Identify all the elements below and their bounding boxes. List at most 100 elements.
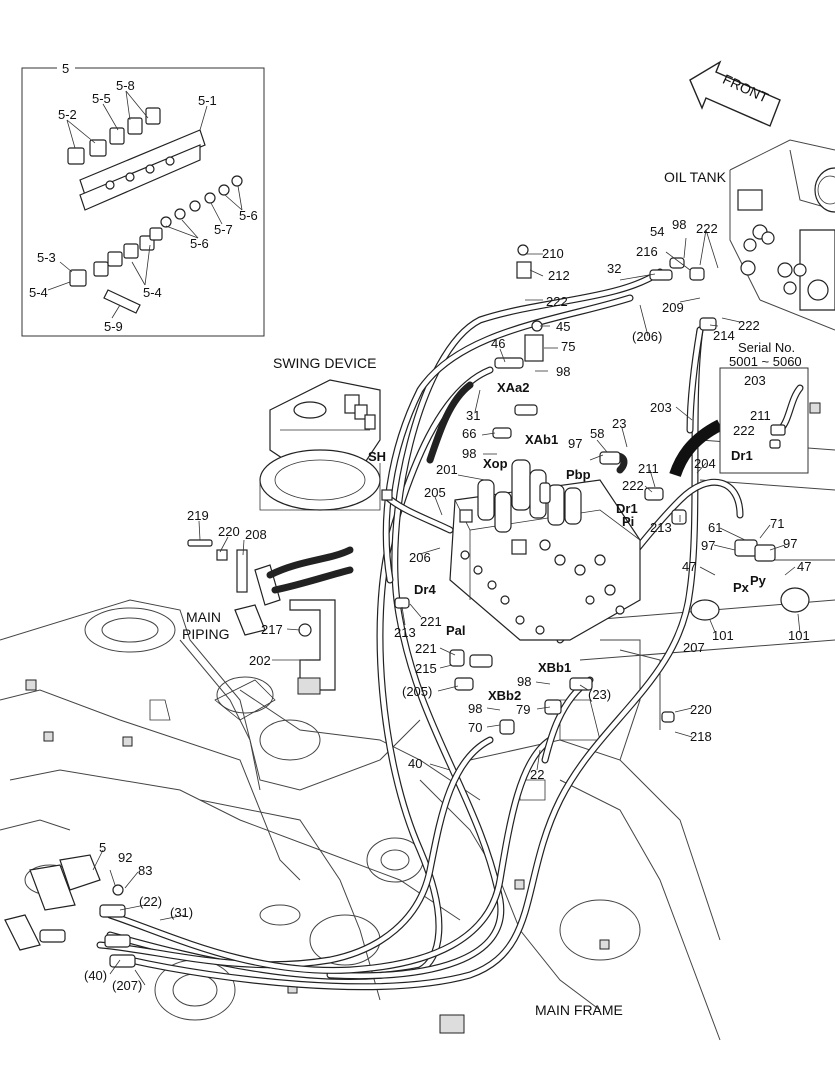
part-label: 101: [788, 628, 810, 643]
part-label: 5: [99, 840, 106, 855]
lower-left-fittings: [4, 854, 136, 968]
part-label: 213: [650, 520, 672, 535]
part-label: 218: [690, 729, 712, 744]
part-label: 83: [138, 863, 152, 878]
port-label: Py: [750, 573, 767, 588]
part-label: 222: [546, 294, 568, 309]
part-label: 97: [701, 538, 715, 553]
part-label: (207): [112, 978, 142, 993]
part-label: 40: [408, 756, 422, 771]
part-label: 5-9: [104, 319, 123, 334]
front-arrow: [689, 60, 781, 127]
control-valve-201: [449, 459, 641, 641]
port-label: Pi: [622, 514, 634, 529]
main-piping-title-1: MAIN: [186, 609, 221, 625]
part-label: 215: [415, 661, 437, 676]
part-label: (22): [139, 894, 162, 909]
leader-lines: [47, 90, 801, 986]
port-label: Dr4: [414, 582, 436, 597]
part-label: 5-4: [29, 285, 48, 300]
part-label: 5-5: [92, 91, 111, 106]
part-label: 207: [683, 640, 705, 655]
main-frame-title: MAIN FRAME: [535, 1002, 623, 1018]
part-label: 32: [607, 261, 621, 276]
port-label: SH: [368, 449, 386, 464]
part-label: 61: [708, 520, 722, 535]
part-label: 213: [394, 625, 416, 640]
valve-fittings: [187, 244, 810, 735]
part-label: (205): [402, 684, 432, 699]
part-label: 5-6: [190, 236, 209, 251]
part-label: 70: [468, 720, 482, 735]
port-label: Pal: [446, 623, 466, 638]
main-piping-title-2: PIPING: [182, 626, 229, 642]
part-label: (23): [588, 687, 611, 702]
part-label: 98: [517, 674, 531, 689]
part-label: 206: [409, 550, 431, 565]
part-label: 58: [590, 426, 604, 441]
part-label: 5-4: [143, 285, 162, 300]
part-label: 211: [638, 461, 659, 476]
serial-number-box: [719, 367, 809, 474]
part-label: 5-6: [239, 208, 258, 223]
port-label: Px: [733, 580, 750, 595]
part-label: 22: [530, 767, 544, 782]
part-label: 66: [462, 426, 476, 441]
oil-tank-title: OIL TANK: [664, 169, 727, 185]
part-label: 205: [424, 485, 446, 500]
part-label: 210: [542, 246, 564, 261]
part-label: 92: [118, 850, 132, 865]
part-label: 98: [556, 364, 570, 379]
swing-device: [259, 379, 381, 511]
part-label: 97: [568, 436, 582, 451]
port-label: XAb1: [525, 432, 558, 447]
part-label: 97: [783, 536, 797, 551]
part-label: 222: [696, 221, 718, 236]
part-label: (31): [170, 905, 193, 920]
part-label: 214: [713, 328, 735, 343]
part-label: 209: [662, 300, 684, 315]
port-label: XAa2: [497, 380, 530, 395]
part-label: 98: [462, 446, 476, 461]
port-label: Pbp: [566, 467, 591, 482]
part-label: 202: [249, 653, 271, 668]
part-label: 222: [622, 478, 644, 493]
part-label: 217: [261, 622, 283, 637]
part-label: 47: [797, 559, 811, 574]
part-label: 54: [650, 224, 664, 239]
oil-tank: [737, 167, 835, 311]
part-label: 204: [694, 456, 716, 471]
part-label: 201: [436, 462, 458, 477]
main-frame-structure: [0, 139, 835, 1041]
part-label: 221: [420, 614, 442, 629]
inset-number: 5: [62, 61, 69, 76]
part-label: 212: [548, 268, 570, 283]
part-label: 5-2: [58, 107, 77, 122]
part-label: 5-7: [214, 222, 233, 237]
part-label: 222: [738, 318, 760, 333]
part-label: 5-1: [198, 93, 217, 108]
part-label: 45: [556, 319, 570, 334]
labels: 5 5-8 5-5 5-1 5-2 5-3 5-4 5-4 5-9 5-6 5-…: [29, 61, 811, 1018]
inset-assembly-5: [21, 60, 265, 337]
hoses: [96, 268, 744, 991]
part-label: 5-8: [116, 78, 135, 93]
swing-device-title: SWING DEVICE: [273, 355, 376, 371]
part-label: 5-3: [37, 250, 56, 265]
part-label: 203: [744, 373, 766, 388]
port-label: Dr1: [616, 501, 638, 516]
serial-no-label: Serial No.: [738, 340, 795, 355]
part-label: 219: [187, 508, 209, 523]
part-label: 220: [690, 702, 712, 717]
part-label: 46: [491, 336, 505, 351]
part-label: 23: [612, 416, 626, 431]
part-label: 203: [650, 400, 672, 415]
part-label: 101: [712, 628, 734, 643]
part-label: 71: [770, 516, 784, 531]
part-label: 98: [672, 217, 686, 232]
part-label: 31: [466, 408, 480, 423]
port-label: Xop: [483, 456, 508, 471]
part-label: 98: [468, 701, 482, 716]
part-label: 79: [516, 702, 530, 717]
